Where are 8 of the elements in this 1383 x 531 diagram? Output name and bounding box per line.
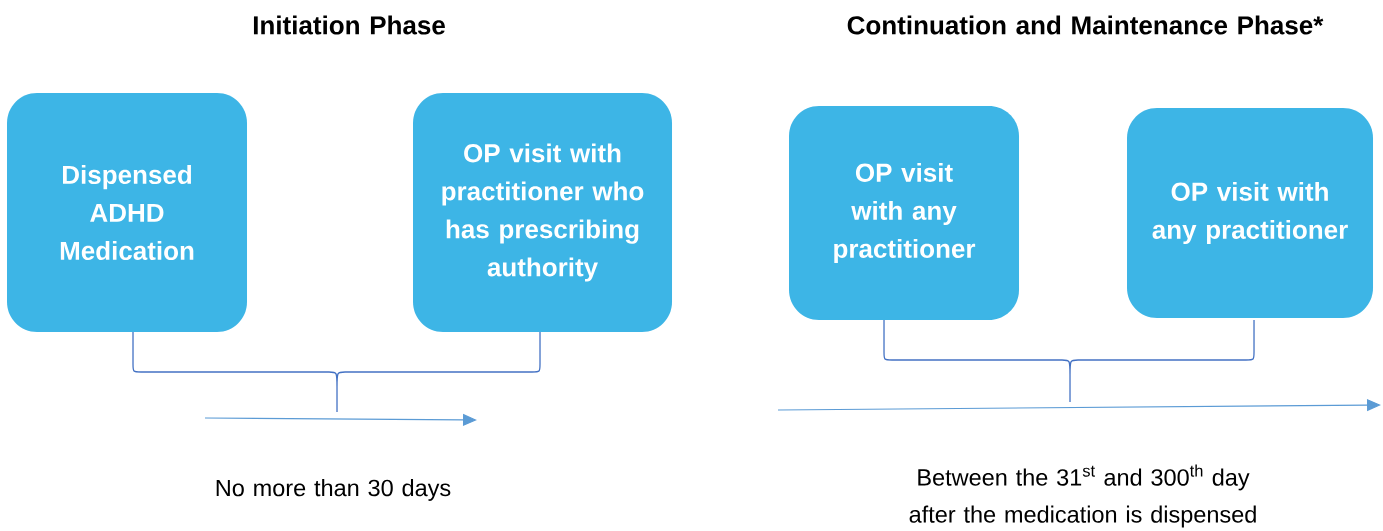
process-box: OP visit with any practitioner xyxy=(789,106,1019,320)
heading: Continuation and Maintenance Phase* xyxy=(847,15,1324,35)
heading: Initiation Phase xyxy=(253,15,445,35)
process-box: OP visit with any practitioner xyxy=(1127,108,1373,318)
note-text: Between the 31$^{st}$ and 300$^{th}$ day after the medication is dispensed xyxy=(909,464,1256,528)
process-box: Dispensed ADHD Medication xyxy=(7,93,247,332)
note-text: No more than 30 days xyxy=(216,479,451,501)
process-box: OP visit with practitioner who has prescribing authority xyxy=(413,93,672,332)
